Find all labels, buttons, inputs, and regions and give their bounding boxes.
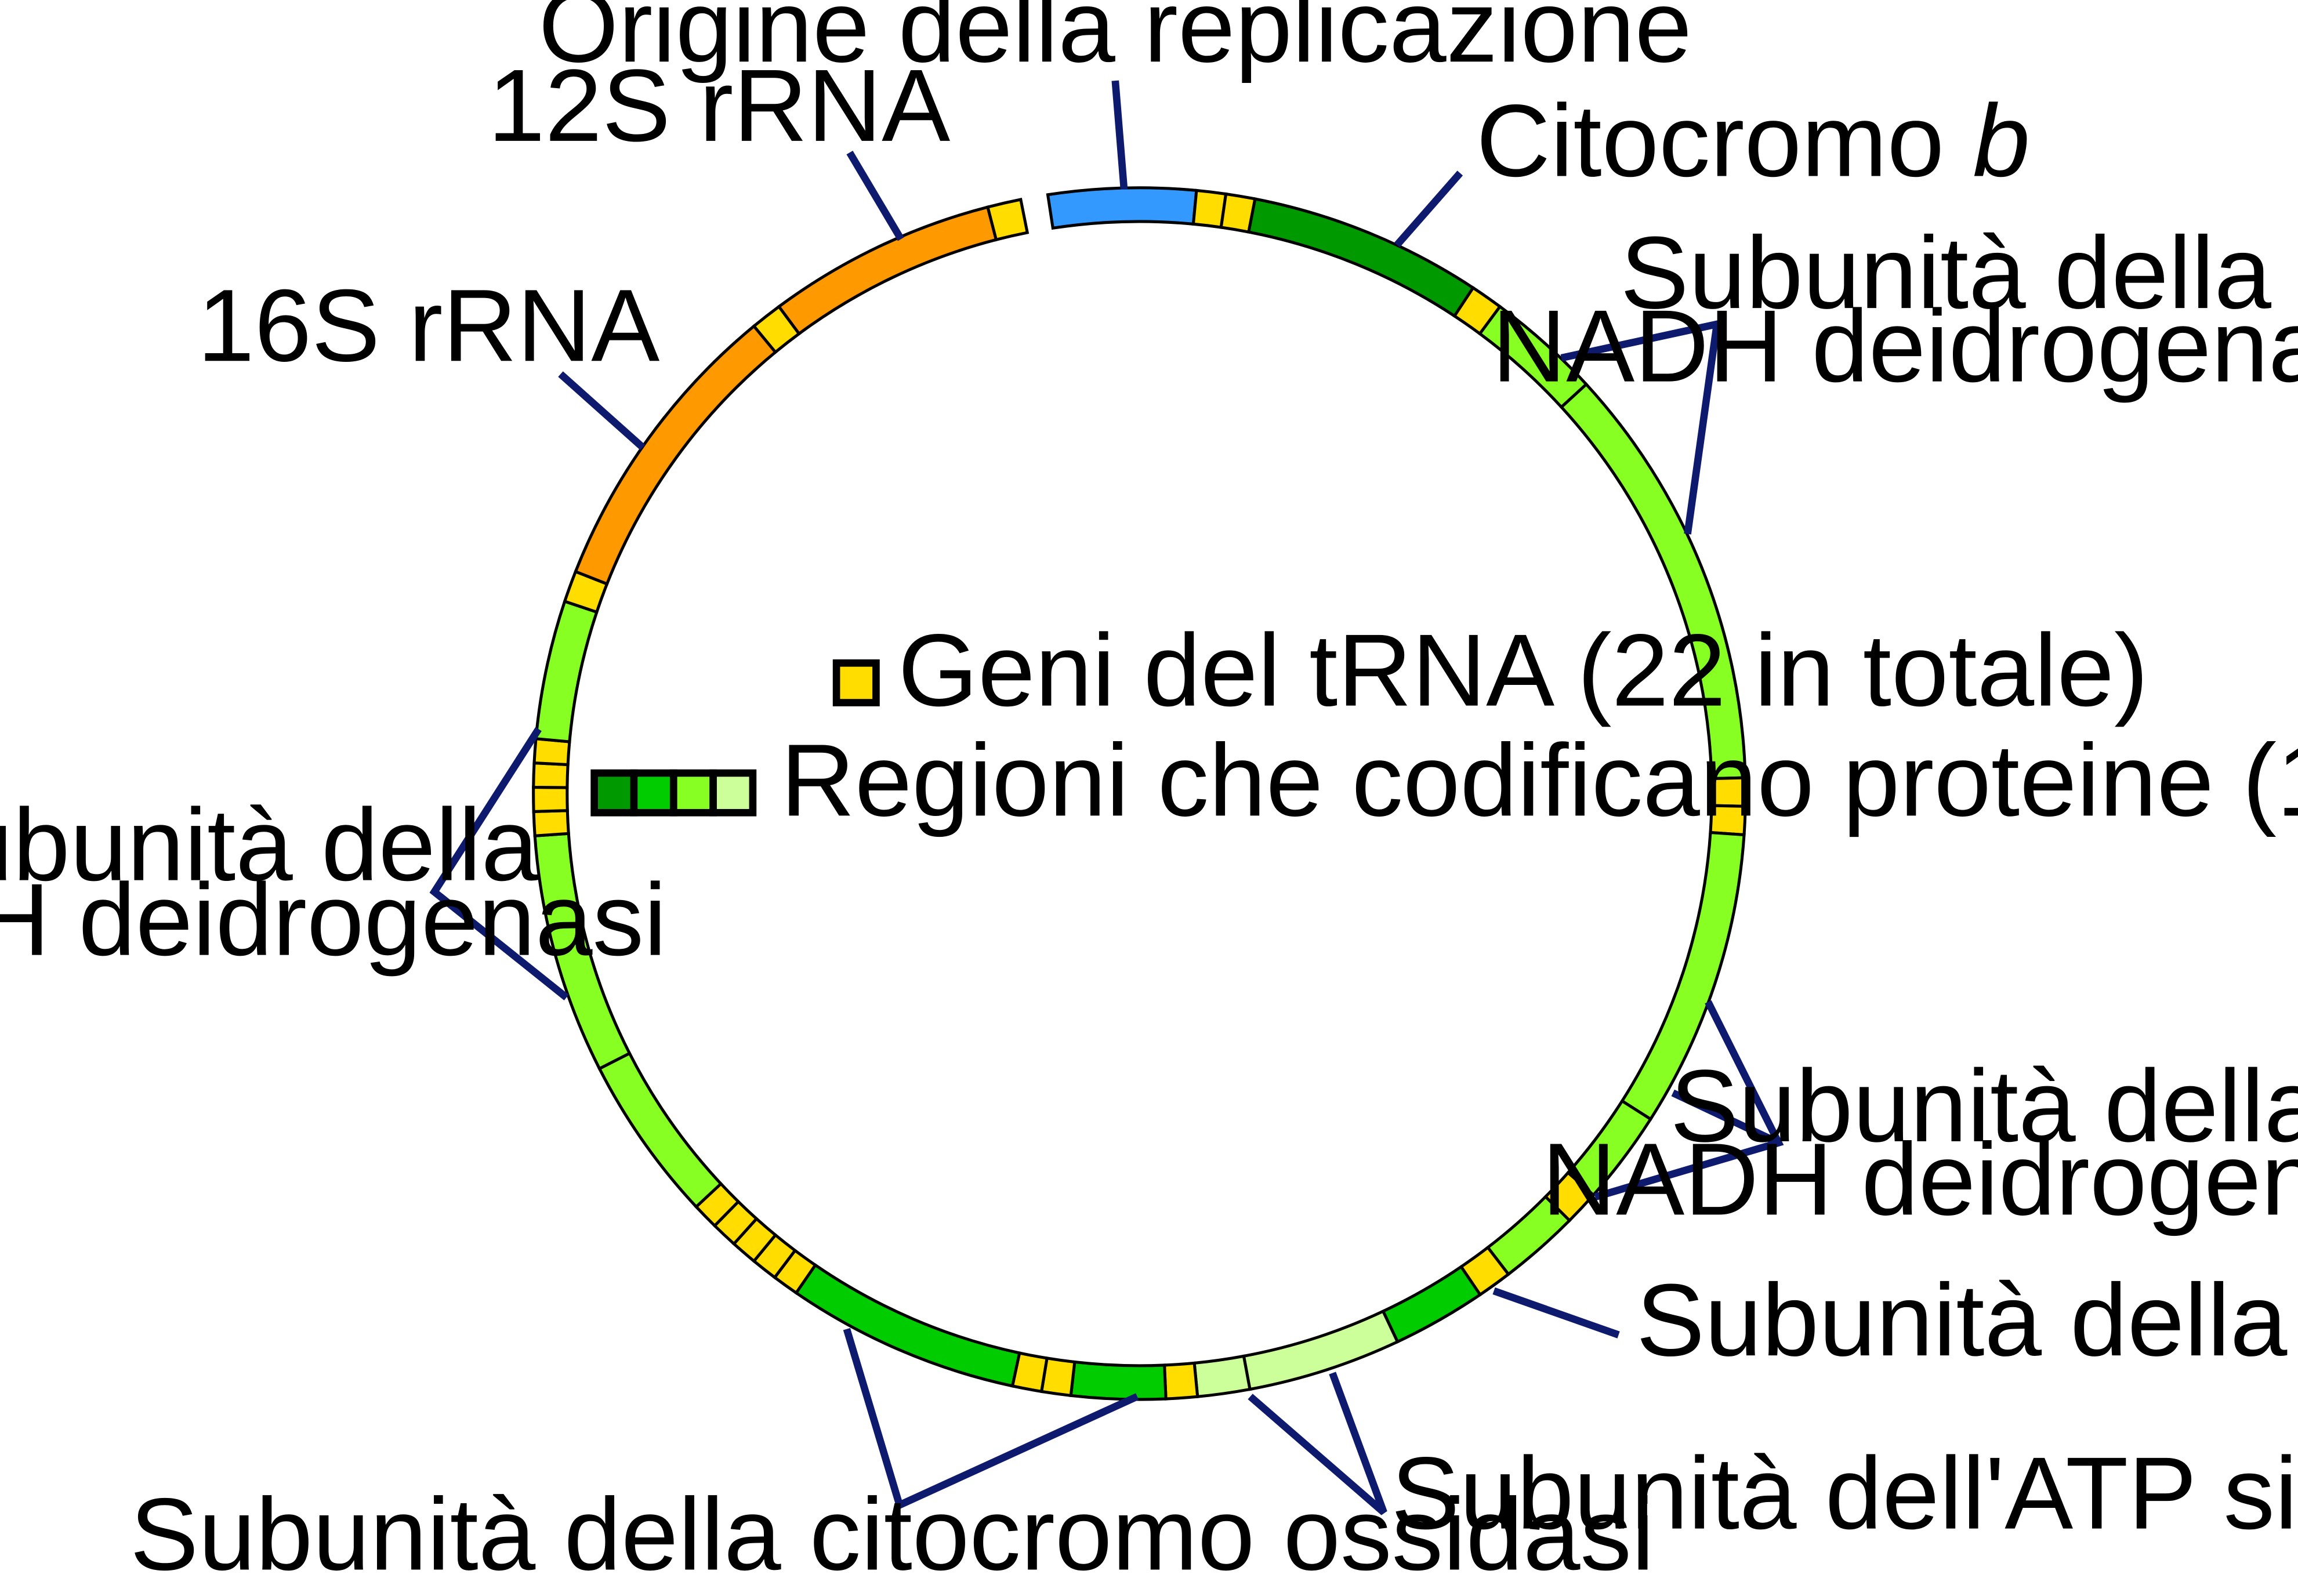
legend-trna-label: Geni del tRNA (22 in totale) — [898, 613, 2148, 728]
leader-nadh-tr — [1560, 319, 1721, 535]
label-nadh-r-2: NADH deidrogenasi — [1542, 1122, 2298, 1236]
label-nadh-tr-1: Subunità della — [1621, 215, 2272, 330]
label-cytochrome-b-text: Citocromo — [1476, 84, 1973, 198]
label-16s-rrna: 16S rRNA — [197, 268, 659, 383]
label-nadh-tr-2: NADH deidrogenasi — [1492, 289, 2298, 404]
legend-protein-swatch-nadh — [669, 769, 717, 817]
label-nadh-l-1: Subunità della — [0, 788, 539, 902]
ring-segment-trna — [985, 198, 1030, 242]
leader-cytb — [1394, 171, 1463, 248]
ring-segment-trna — [532, 785, 569, 814]
label-cytochrome-b: Citocromo b — [1476, 84, 2030, 198]
ring-segment-atp — [1242, 1309, 1400, 1391]
leader-12s — [846, 150, 904, 241]
leader-cox-b — [843, 1327, 1139, 1510]
legend: Geni del tRNA (22 in totale) Regioni che… — [590, 613, 2298, 837]
ring-segment-trna — [532, 809, 570, 837]
ring-segment-origin — [1046, 186, 1198, 230]
legend-protein-swatch-atp — [709, 769, 757, 817]
label-nadh-r-1: Subunità della — [1670, 1049, 2298, 1163]
legend-protein-swatch-cytb — [590, 769, 638, 817]
leader-origin — [1111, 80, 1128, 190]
label-atp-synthase: Subunità dell'ATP sintasi — [1391, 1436, 2298, 1551]
ring-segment-cox — [794, 1263, 1021, 1388]
leader-nadh-l — [429, 727, 569, 1000]
leader-cox-r — [1492, 1287, 1620, 1339]
leader-nadh-r2 — [1671, 1089, 1781, 1147]
ring-segment-rrna — [777, 205, 998, 336]
label-cytochrome-b-italic: b — [1973, 84, 2029, 198]
leader-atp — [1248, 1372, 1387, 1515]
legend-protein-label: Regioni che codificano proteine (13 in t… — [781, 723, 2298, 837]
ring-segment-cox — [1069, 1360, 1168, 1401]
ring-segment-nadh — [534, 599, 599, 743]
label-cox-right: Subunità della citocromo ossidasi — [1636, 1263, 2298, 1377]
ring-segment-cox — [1381, 1264, 1483, 1344]
ring-segment-cyt-b — [1246, 197, 1476, 318]
label-nadh-l-2: NADH deidrogenasi — [0, 862, 666, 977]
legend-protein-swatch-cox — [630, 769, 677, 817]
legend-trna-swatch — [832, 659, 880, 706]
ring-segment-nadh — [597, 1051, 723, 1209]
ring-segment-trna — [532, 761, 570, 789]
label-origin: Origine della replicazione — [539, 0, 1692, 84]
mtdna-ring — [532, 186, 1747, 1401]
ring-segment-atp — [1193, 1354, 1252, 1399]
label-12s-rrna: 12S rRNA — [488, 48, 950, 163]
label-cox-bottom: Subunità della citocromo ossidasi — [130, 1477, 1654, 1591]
ring-segment-trna — [1162, 1361, 1199, 1401]
leader-16s — [558, 371, 646, 451]
